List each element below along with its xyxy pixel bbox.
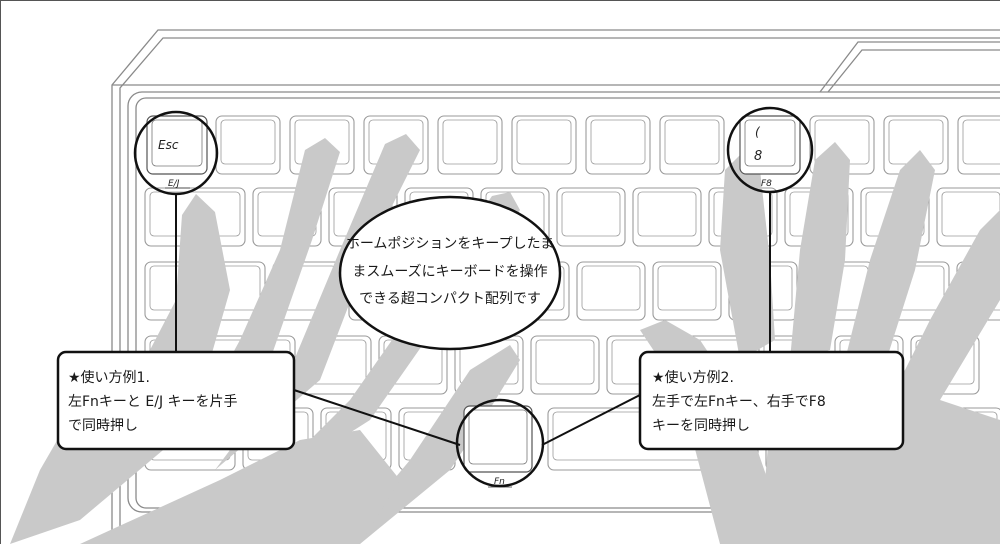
bubble-line-1: ホームポジションをキープしたま (346, 236, 554, 252)
keycap (556, 187, 626, 247)
keycap (652, 261, 722, 321)
connector-lines (175, 192, 771, 446)
fn-key[interactable]: Fn (463, 405, 533, 488)
callout-left-line-2: 左Fnキーと E/J キーを片手 (68, 394, 238, 410)
esc-key[interactable]: Esc E/J (146, 115, 208, 189)
usage-example-2-callout: ★使い方例2. 左手で左Fnキー、右手でF8 キーを同時押し (638, 350, 905, 451)
f8-key-label: 8 (754, 149, 762, 164)
f8-key[interactable]: ( 8 F8 (739, 115, 801, 189)
keycap (957, 115, 1000, 175)
f8-key-sub-label: F8 (761, 179, 772, 189)
esc-key-sub-label: E/J (168, 179, 180, 189)
bubble-line-2: まスムーズにキーボードを操作 (352, 264, 547, 280)
callout-right-line-2: 左手で左Fnキー、右手でF8 (652, 394, 826, 410)
keycap (437, 115, 503, 175)
keycap (576, 261, 646, 321)
keycap-top (941, 191, 1000, 237)
keycap-top (442, 119, 498, 165)
callout-right-line-1: ★使い方例2. (652, 369, 734, 386)
keycap (632, 187, 702, 247)
callout-left-line-1: ★使い方例1. (68, 369, 150, 386)
keycap (215, 115, 281, 175)
fn-key-sub-label: Fn (494, 477, 505, 487)
keycap-top (535, 339, 595, 385)
keycap (659, 115, 725, 175)
keyboard-body (111, 29, 1000, 540)
keycap-top (664, 119, 720, 165)
keycap-top (581, 265, 641, 311)
keycap-top (561, 191, 621, 237)
bubble-line-3: できる超コンパクト配列です (359, 291, 541, 307)
keycap-top (657, 265, 717, 311)
keycap-top (590, 119, 646, 165)
description-bubble: ホームポジションをキープしたま まスムーズにキーボードを操作 できる超コンパクト… (338, 195, 562, 351)
esc-key-label: Esc (158, 138, 179, 152)
keycap-top (637, 191, 697, 237)
f8-key-top-label: ( (755, 125, 761, 139)
keycap-top (220, 119, 276, 165)
keycap (585, 115, 651, 175)
keycap (530, 335, 600, 395)
keycap-top (962, 119, 1000, 165)
callout-left-line-3: で同時押し (68, 418, 138, 434)
callout-right-line-3: キーを同時押し (652, 418, 750, 434)
usage-example-1-callout: ★使い方例1. 左Fnキーと E/J キーを片手 で同時押し (56, 350, 296, 451)
keycap-top (516, 119, 572, 165)
keycap (511, 115, 577, 175)
